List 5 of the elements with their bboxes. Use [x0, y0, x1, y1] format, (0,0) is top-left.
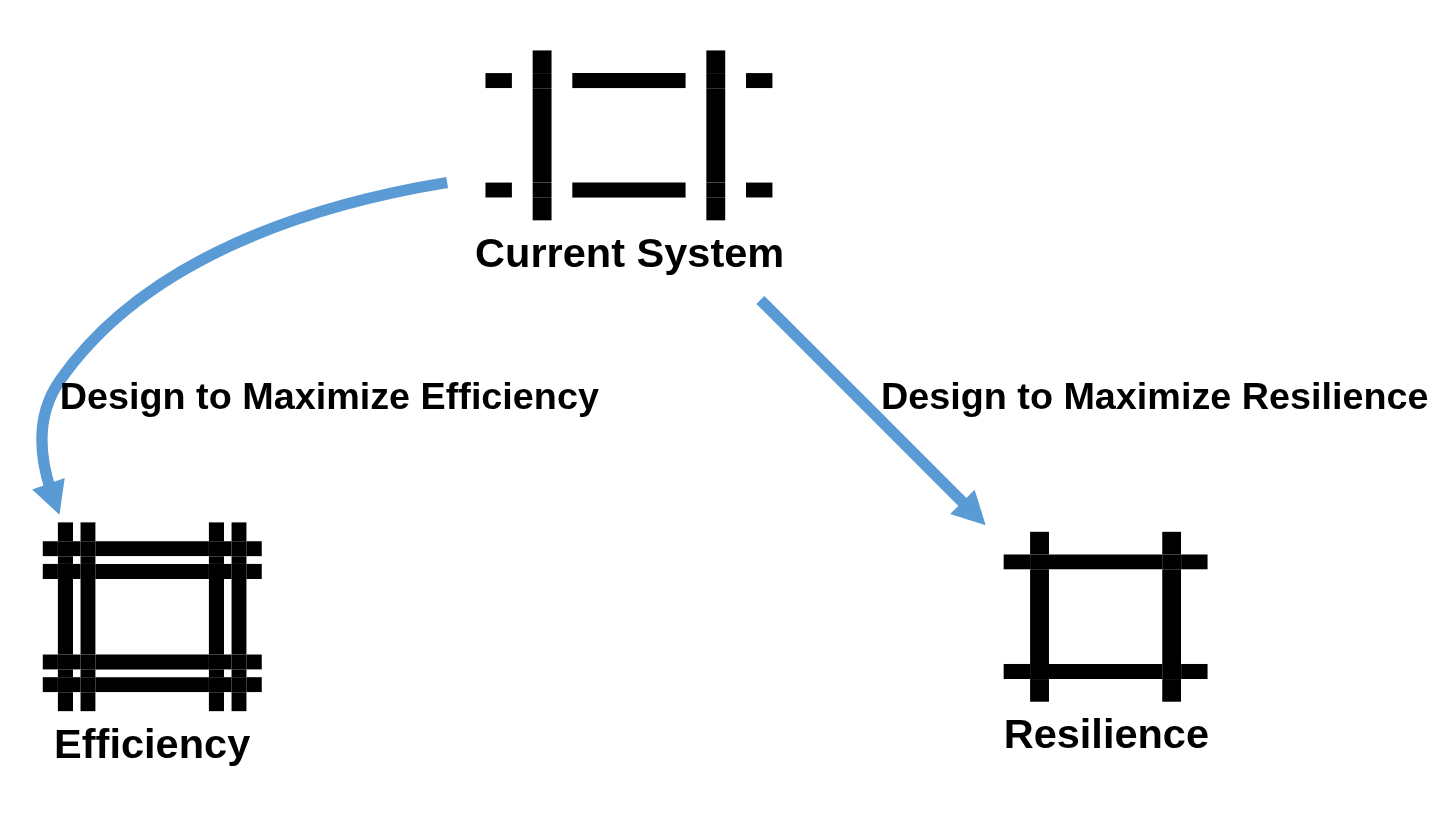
edge-label: Design to Maximize Resilience — [880, 375, 1429, 418]
edge-label: Design to Maximize Efficiency — [59, 375, 599, 418]
node-text: Resilience — [1003, 710, 1210, 758]
node-text: Efficiency — [54, 719, 251, 767]
node-text: Current System — [475, 228, 785, 276]
